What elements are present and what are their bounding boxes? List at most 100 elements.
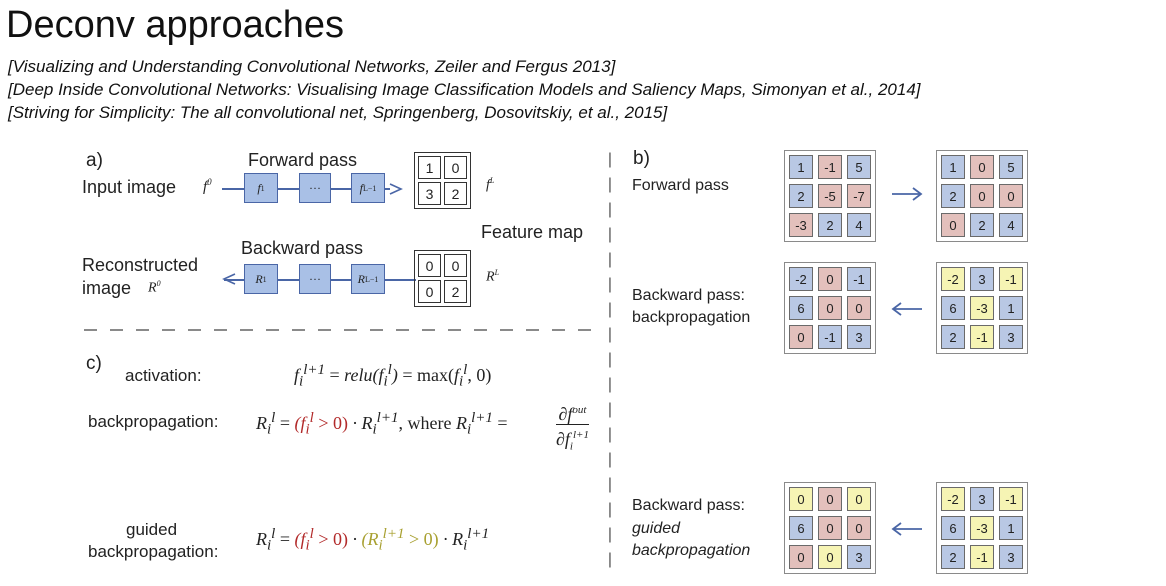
guided-label: guided [126,520,178,539]
grid-cell: 0 [818,267,842,291]
backprop-arrow [891,302,922,316]
forward-output-cell: 0 [444,156,467,179]
guided-backpropagation-label: backpropagation: [88,542,219,561]
b-backpropagation-label: backpropagation [632,309,751,326]
grid-cell: -1 [847,267,871,291]
forward-relu-arrow [892,187,923,201]
backward-pass-label: Backward pass [241,238,364,258]
reconstructed-image-label: image [82,278,132,298]
grid-cell: 1 [789,155,813,179]
slide-title: Deconv approaches [6,4,344,46]
feature-map-forward-grid: 1 0 3 2 [414,152,471,209]
panel-b-label: b) [633,148,650,169]
grid-cell: 4 [999,213,1023,237]
forward-output-cell: 2 [444,182,467,205]
where-word: where [407,413,452,433]
grid-cell: 6 [789,296,813,320]
input-symbol: f0 [203,177,212,195]
grid-cell: 2 [941,545,965,569]
grid-cell: 2 [789,184,813,208]
grid-cell: 0 [789,487,813,511]
forward-arrowhead [389,183,403,195]
grid-cell: 1 [941,155,965,179]
forward-output-cell: 1 [418,156,441,179]
grid-cell: 0 [941,213,965,237]
b-backward-pass-label: Backward pass: [632,287,745,304]
grid-cell: -1 [970,325,994,349]
grid-cell: 5 [847,155,871,179]
grid-cell: 0 [818,516,842,540]
backpropagation-formula: Ril = (fil > 0) · Ril+1, where Ril+1 = [256,410,508,438]
grid-cell: -1 [818,155,842,179]
guided-backprop-arrow [891,522,922,536]
backward-input-symbol: RL [486,268,500,285]
grid-cell: 3 [847,325,871,349]
grid-cell: 1 [999,296,1023,320]
backward-input-cell: 0 [418,254,441,277]
grid-cell: 4 [847,213,871,237]
input-image-label: Input image [82,177,177,197]
backpropagation-label: backpropagation: [88,412,219,431]
b-guided-backpropagation-label: backpropagation [632,542,751,559]
grid-cell: -2 [789,267,813,291]
panel-a-label: a) [86,150,103,171]
grid-cell: 0 [847,296,871,320]
grid-cell: 6 [941,296,965,320]
forward-layer-middle: ··· [299,173,331,203]
grid-cell: 0 [818,487,842,511]
partial-derivative-fraction: ∂fout ∂fil+1 [556,400,589,457]
feature-map-label: Feature map [481,222,584,242]
grid-cell: 5 [999,155,1023,179]
grid-cell: -5 [818,184,842,208]
reference-springenberg: [Striving for Simplicity: The all convol… [8,103,668,122]
grid-cell: 6 [789,516,813,540]
reference-simonyan: [Deep Inside Convolutional Networks: Vis… [8,80,921,99]
backward-input-cell: 0 [418,280,441,303]
grid-cell: -3 [970,296,994,320]
grid-cell: -3 [789,213,813,237]
forward-output-symbol: fL [486,176,495,193]
grid-cell: 3 [847,545,871,569]
b-forward-pass-label: Forward pass [632,177,729,194]
grid-cell: 0 [789,325,813,349]
grid-cell: -2 [941,267,965,291]
grid-cell: 0 [847,487,871,511]
grid-cell: 3 [970,267,994,291]
reconstructed-symbol: R0 [148,279,161,296]
b-guided-label: guided [632,520,681,537]
grid-cell: 3 [999,325,1023,349]
grid-cell: 1 [999,516,1023,540]
reference-zeiler: [Visualizing and Understanding Convoluti… [8,57,616,76]
grid-cell: -7 [847,184,871,208]
grid-cell: 6 [941,516,965,540]
grid-cell: 0 [847,516,871,540]
grid-cell: -1 [999,487,1023,511]
grid-cell: 2 [941,184,965,208]
feature-map-backward-grid: 0 0 0 2 [414,250,471,307]
grid-cell: 3 [970,487,994,511]
grid-cell: -3 [970,516,994,540]
backward-input-cell: 2 [444,280,467,303]
panel-c-label: c) [86,353,102,374]
b-guided-backward-pass-label: Backward pass: [632,497,745,514]
grid-cell: -1 [999,267,1023,291]
grid-cell: 0 [970,155,994,179]
grid-cell: 3 [999,545,1023,569]
grid-cell: 0 [818,545,842,569]
forward-output-cell: 3 [418,182,441,205]
backward-input-cell: 0 [444,254,467,277]
grid-cell: 0 [970,184,994,208]
grid-cell: 2 [818,213,842,237]
grid-cell: 2 [970,213,994,237]
forward-pass-label: Forward pass [248,150,358,170]
grid-cell: 0 [999,184,1023,208]
